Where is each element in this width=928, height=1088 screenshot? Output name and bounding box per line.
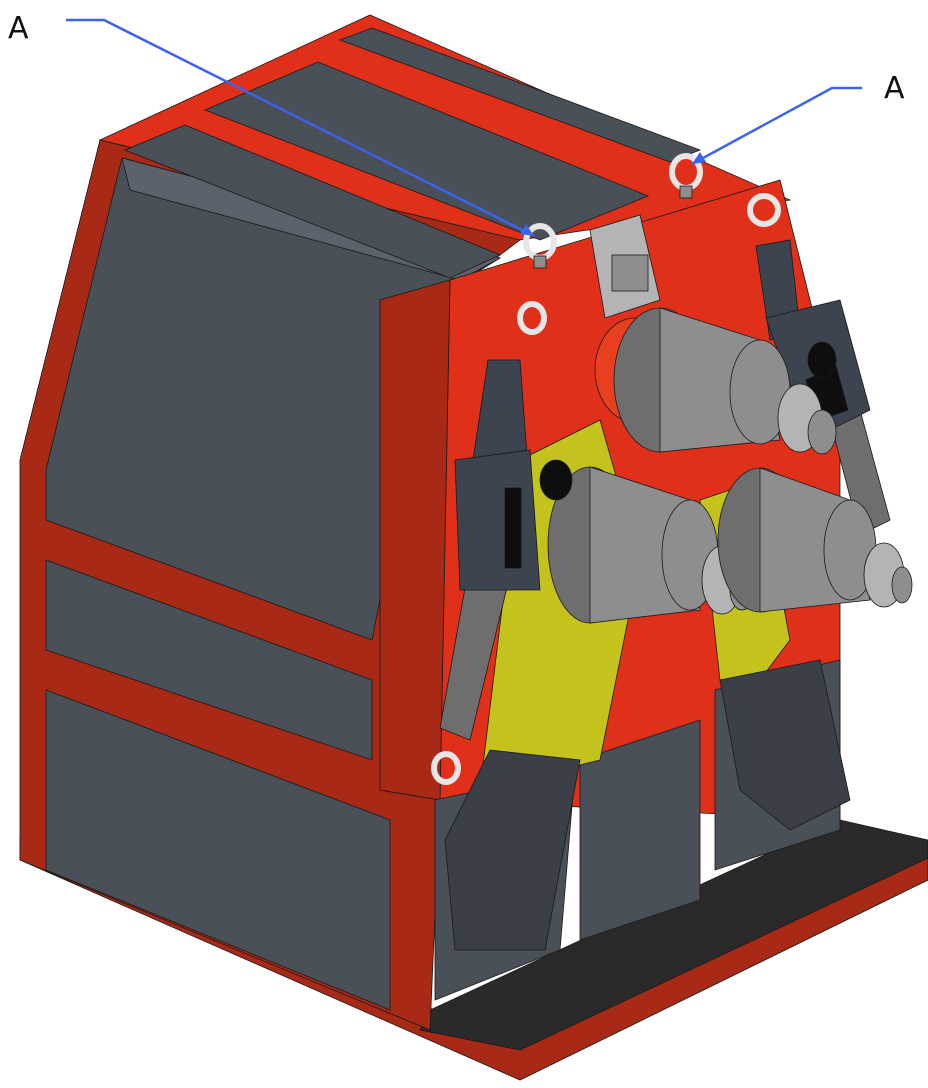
lifting-eye-top-front	[523, 223, 557, 269]
top-mount-window	[611, 254, 649, 292]
roller-bottom-left	[547, 466, 755, 624]
lifting-eye-side-right	[747, 193, 781, 227]
top-panel-rear	[338, 27, 702, 163]
front-plate-edge	[379, 279, 451, 801]
lifting-eye-front-lower	[431, 751, 461, 785]
knob-left	[539, 459, 573, 501]
shield-right	[719, 659, 851, 831]
bracket-left-slot	[504, 487, 522, 569]
lifting-eye-top-rear	[669, 153, 703, 199]
callout-label-left: A	[8, 11, 29, 46]
callout-label-right: A	[884, 71, 905, 106]
guard-middle	[579, 719, 701, 941]
leader-line-left	[66, 18, 535, 238]
leader-arrow-right	[692, 152, 706, 164]
bracket-left-block	[454, 449, 541, 591]
knob-right	[807, 341, 837, 379]
leader-arrow-left	[520, 224, 534, 236]
shield-left	[444, 749, 581, 951]
roller-top	[613, 307, 837, 455]
top-panel-middle	[203, 61, 650, 241]
left-middle-panel	[45, 559, 373, 761]
left-lower-panel	[45, 689, 391, 1011]
leader-line-right	[691, 86, 862, 166]
roller-bottom-right	[717, 467, 913, 613]
lifting-eye-front-upper	[517, 301, 547, 335]
top-panel-front	[123, 124, 502, 279]
